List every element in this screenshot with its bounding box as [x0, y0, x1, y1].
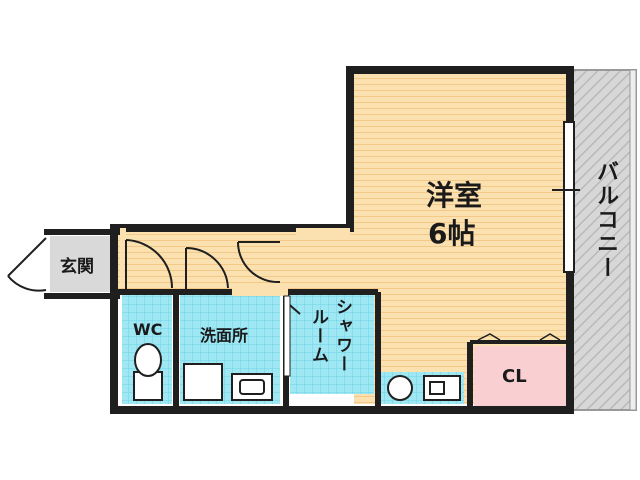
- shower-partition: [283, 295, 291, 377]
- closet-label: CL: [502, 366, 527, 387]
- toilet-icon: [133, 343, 163, 401]
- shower-floor: [290, 294, 374, 394]
- corridor-floor: [118, 232, 358, 290]
- balcony-label: バルコニー: [593, 160, 618, 280]
- balcony-rail: [629, 69, 637, 411]
- closet-floor: [474, 346, 566, 406]
- entrance-label: 玄関: [60, 257, 94, 277]
- western-room-name: 洋室: [426, 179, 483, 212]
- shower-room-label-1: シャワー: [332, 298, 352, 374]
- entrance-door[interactable]: [7, 237, 47, 292]
- shower-room-label-2: ルーム: [308, 308, 328, 365]
- balcony-window[interactable]: [552, 121, 580, 273]
- balcony-area: [571, 69, 637, 411]
- interior-doors[interactable]: [125, 239, 301, 315]
- washroom-label: 洗面所: [200, 326, 249, 345]
- closet-doors[interactable]: [477, 333, 561, 341]
- washbasin-icon: [183, 363, 273, 401]
- entrance-floor: [50, 236, 116, 292]
- toilet-label: WC: [133, 320, 163, 339]
- kitchen-sink-icon: [387, 375, 461, 401]
- western-room-size: 6帖: [428, 217, 476, 250]
